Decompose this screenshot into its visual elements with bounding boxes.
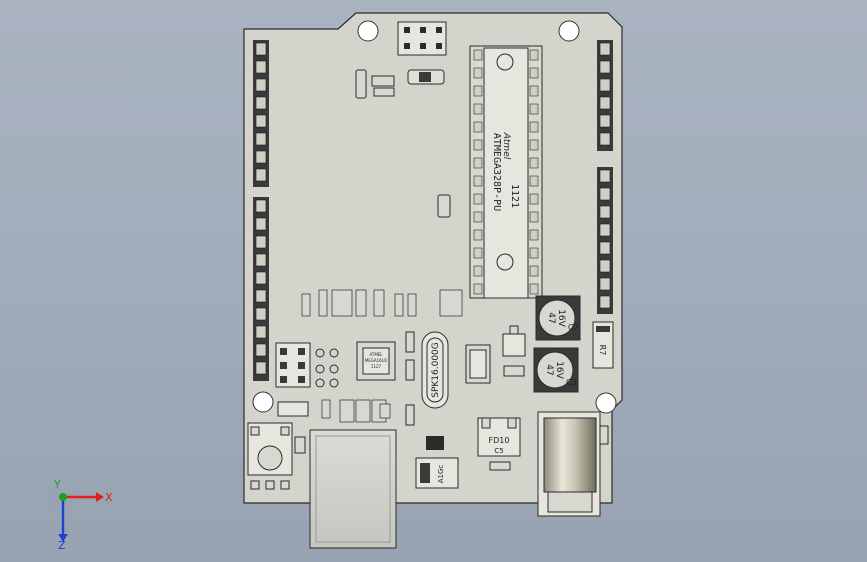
mounting-hole [595,392,617,414]
fuse [277,401,309,417]
crystal-oscillator: SPK16.000G [421,331,449,409]
chip-part-label: ATMEGA328P-PU [491,133,502,211]
triad-z-label: Z [58,539,66,550]
smd-ic [465,344,491,384]
smd-component [294,436,306,454]
smd-resistor-row [301,289,463,317]
chip-datecode-label: 1121 [509,184,520,208]
voltage-regulator: A1Gc [415,436,459,489]
atmel-logo: Atmel [501,132,511,160]
smd-component [405,331,415,353]
mounting-hole [252,391,274,413]
diode-component: FD10 C5 [477,417,521,471]
icsp-header [397,21,447,56]
smd-components-top [355,69,445,99]
resistor-r7: R7 [592,321,614,369]
smd-component [437,194,451,218]
reset-button [247,422,293,490]
capacitor-c3-value: 47 [544,364,554,375]
capacitor-c3: 16V 47 C3 [533,347,579,393]
capacitor-c3-voltage: 16V [554,361,564,379]
diode-ref: C5 [494,447,503,455]
usb-connector [309,429,397,549]
capacitor-c2-value: 47 [546,312,556,323]
triad-x-label: X [105,491,113,504]
regulator-label: A1Gc [437,465,445,484]
triad-y-label: Y [53,480,61,491]
usb-chip-text-1: ATMEL [369,352,383,357]
mounting-hole [357,20,379,42]
smd-component [405,359,415,381]
capacitor-c2-voltage: 16V [556,309,566,327]
resistor-label: R7 [598,345,607,356]
usb-interface-chip: ATMEL MEGA16U2 1127 [356,341,396,381]
right-header-top [597,40,613,151]
smd-resistor-row-bottom [321,399,391,423]
transistor [502,325,526,357]
power-jack [537,411,609,517]
left-header-bottom [253,197,269,381]
left-header-top [253,40,269,187]
usb-chip-text-3: 1127 [371,364,382,369]
capacitor-c3-ref: C3 [566,378,577,387]
diode-label: FD10 [489,436,510,445]
right-header-bottom [597,167,613,314]
capacitor-c2-ref: C2 [568,323,579,332]
jumper-pins [275,342,339,388]
crystal-label: SPK16.000G [431,342,441,398]
mounting-hole [558,20,580,42]
smd-component [405,404,415,426]
capacitor-c2: 16V 47 C2 [535,295,581,341]
atmega-chip: ATMEGA328P-PU 1121 Atmel [469,45,543,299]
usb-chip-text-2: MEGA16U2 [365,358,388,363]
coordinate-triad: X Y Z [45,480,113,550]
smd-component [503,365,525,377]
